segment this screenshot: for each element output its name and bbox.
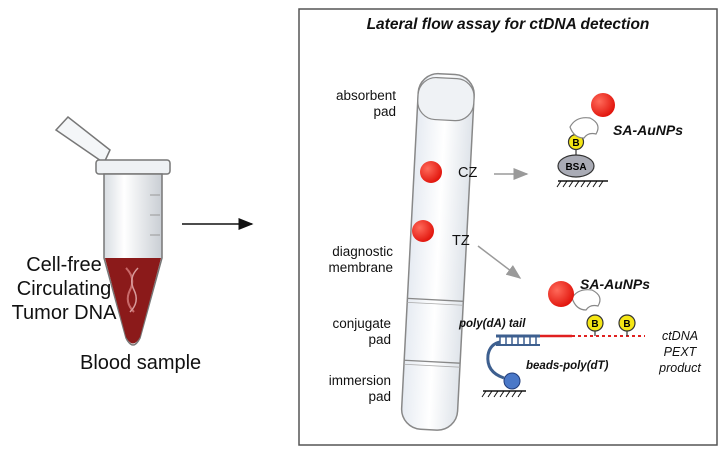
test-particle-label: SA-AuNPs bbox=[580, 276, 651, 292]
control-complex bbox=[556, 93, 615, 188]
diagnostic-membrane-label: diagnostic membrane bbox=[328, 244, 393, 275]
streptavidin-icon bbox=[571, 289, 601, 311]
biotin-letter: B bbox=[572, 138, 579, 149]
biotin-letter: B bbox=[623, 319, 630, 330]
bead-icon bbox=[503, 372, 521, 390]
microtube-icon bbox=[54, 115, 171, 346]
poly-da-tail-label: poly(dA) tail bbox=[459, 318, 526, 330]
caption-line: Circulating bbox=[16, 278, 112, 300]
absorbent-pad-label: absorbent pad bbox=[335, 88, 396, 119]
caption-line: Cell-free bbox=[26, 254, 102, 276]
dna-duplex-icon bbox=[496, 334, 540, 346]
tz-arrow bbox=[477, 245, 522, 279]
control-zone-spot bbox=[420, 161, 442, 183]
test-zone-spot bbox=[412, 220, 434, 242]
ctdna-product-label: ctDNA PEXT product bbox=[659, 329, 701, 375]
assay-panel bbox=[298, 8, 718, 446]
control-particle-label: SA-AuNPs bbox=[613, 122, 684, 138]
bsa-label: BSA bbox=[565, 162, 586, 173]
test-zone-label: TZ bbox=[452, 233, 470, 249]
test-strip-icon bbox=[400, 72, 475, 431]
ctdna-caption: Cell-free Circulating Tumor DNA bbox=[4, 253, 124, 325]
biotin-icon bbox=[618, 314, 636, 332]
gold-nanoparticle-icon bbox=[548, 281, 574, 307]
control-zone-label: CZ bbox=[458, 165, 478, 181]
biotin-letter: B bbox=[591, 319, 598, 330]
caption-line: Tumor DNA bbox=[11, 302, 117, 324]
test-complex bbox=[481, 281, 645, 398]
gold-nanoparticle-icon bbox=[591, 93, 615, 117]
biotin-icon bbox=[586, 314, 604, 332]
blood-sample-label: Blood sample bbox=[80, 352, 202, 374]
streptavidin-icon bbox=[569, 117, 599, 139]
beads-poly-dt-label: beads-poly(dT) bbox=[526, 360, 609, 372]
immersion-pad-label: immersion pad bbox=[328, 373, 391, 404]
conjugate-pad-label: conjugate pad bbox=[332, 316, 391, 347]
panel-title: Lateral flow assay for ctDNA detection bbox=[366, 16, 650, 33]
